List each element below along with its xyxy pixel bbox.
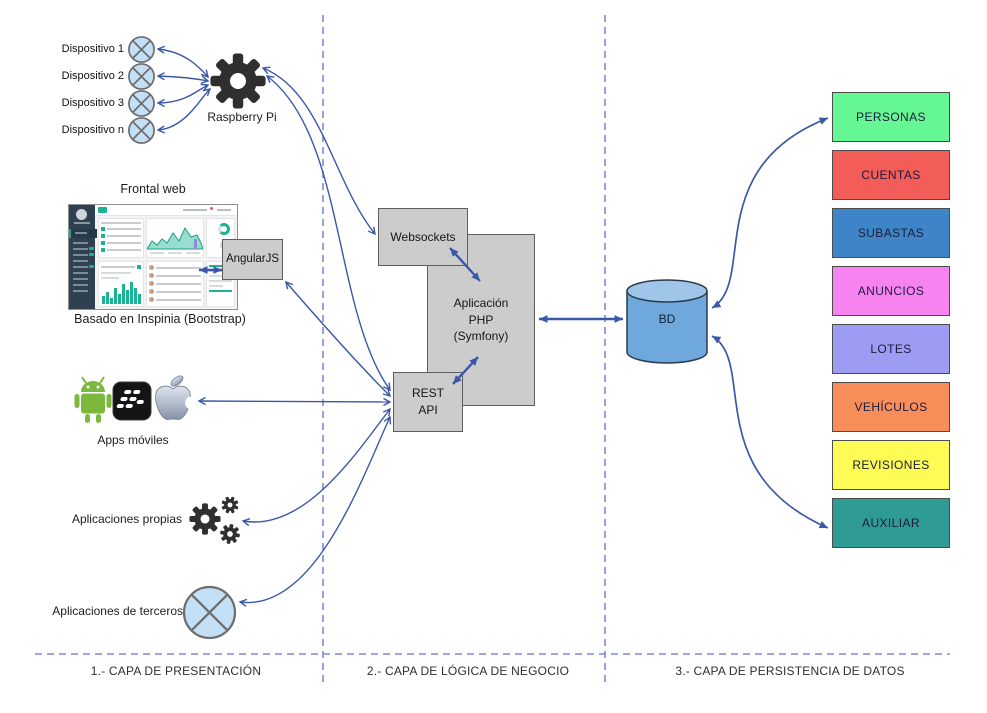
websockets-label: Websockets [390,229,456,244]
database-label: BD [658,312,676,326]
table-label: ANUNCIOS [857,284,925,298]
screenshot-topbar [95,205,237,216]
table-label: CUENTAS [861,168,921,182]
arrow-bd-personas [711,117,829,309]
layer-caption-persistence: 3.- CAPA DE PERSISTENCIA DE DATOS [675,664,905,678]
arrow-bd-auxiliar [711,335,829,529]
android-icon [74,376,112,423]
angularjs-label: AngularJS [225,253,280,266]
layer-caption-logic: 2.- CAPA DE LÓGICA DE NEGOCIO [366,664,570,678]
own-apps-label: Aplicaciones propias [71,512,182,526]
device-label-2: Dispositivo 2 [61,70,124,82]
frontend-screenshot [68,204,238,310]
circle-x-icon [182,585,237,640]
mobile-apps-label: Apps móviles [97,433,169,447]
table-label: LOTES [870,342,912,356]
circle-x-icon [128,90,155,117]
arrow-angularjs-restapi [285,280,392,398]
rest-api-line1: REST [411,386,444,401]
arrow-ownapps-restapi [241,407,391,527]
layer-caption-presentation: 1.- CAPA DE PRESENTACIÓN [90,664,262,678]
frontend-caption: Basado en Inspinia (Bootstrap) [74,312,246,326]
table-box-cuentas: CUENTAS [832,150,950,200]
table-box-vehiculos: VEHÍCULOS [832,382,950,432]
table-label: VEHÍCULOS [854,400,928,414]
php-app-line3: (Symfony) [453,329,509,344]
table-label: AUXILIAR [862,516,920,530]
device-label-3: Dispositivo 3 [61,97,124,109]
blackberry-icon [112,381,152,421]
arrow-dispositivo3-raspberry [156,83,210,108]
gear-icon [210,53,266,109]
bar-chart [102,282,141,304]
device-label-n: Dispositivo n [61,124,124,136]
donut-chart [218,223,230,235]
table-box-anuncios: ANUNCIOS [832,266,950,316]
table-box-personas: PERSONAS [832,92,950,142]
table-label: REVISIONES [852,458,930,472]
table-box-subastas: SUBASTAS [832,208,950,258]
rest-api-line2: API [418,403,438,417]
table-box-revisiones: REVISIONES [832,440,950,490]
table-box-auxiliar: AUXILIAR [832,498,950,548]
table-label: PERSONAS [856,110,926,124]
screenshot-sidebar [69,205,97,309]
websockets-box: Websockets [378,208,468,266]
circle-x-icon [128,63,155,90]
arrow-mobileapps-restapi [197,396,392,407]
device-label-1: Dispositivo 1 [61,43,124,55]
rest-api-box: REST API [393,372,463,432]
arrow-raspberry-websockets [261,66,376,236]
php-app-line1: Aplicación [453,295,509,310]
raspberry-pi-label: Raspberry Pi [207,110,277,124]
table-label: SUBASTAS [857,226,925,240]
frontal-web-title: Frontal web [120,182,186,196]
circle-x-icon [128,36,155,63]
table-box-lotes: LOTES [832,324,950,374]
arrow-dispositivo2-raspberry [156,72,210,84]
angularjs-box: AngularJS [222,239,283,280]
circle-x-icon [128,117,155,144]
php-app-line2: PHP [468,312,494,327]
area-chart [147,226,203,250]
gears-icon [189,493,242,546]
arrow-dispositivo1-raspberry [156,45,209,79]
apple-icon [155,375,196,420]
arrow-thirdparty-restapi [238,415,392,607]
third-party-label: Aplicaciones de terceros [52,604,183,618]
